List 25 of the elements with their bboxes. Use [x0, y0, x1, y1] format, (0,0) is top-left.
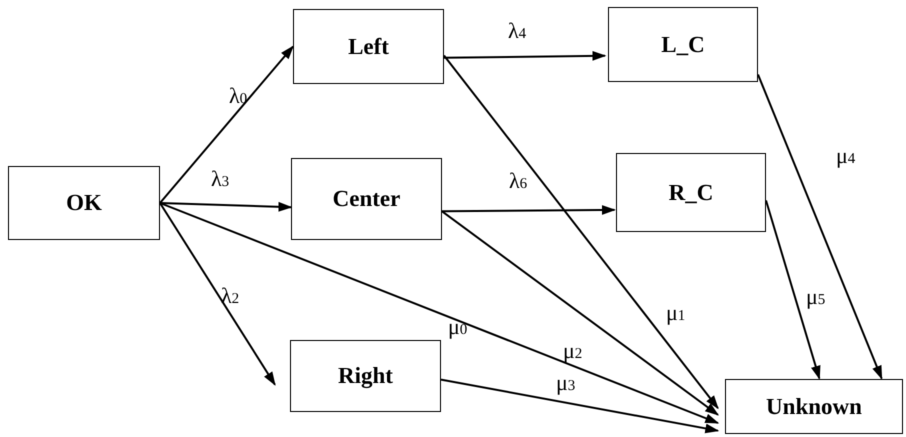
state-name: Right [338, 363, 393, 389]
state-name: Left [348, 34, 389, 60]
state-box [8, 166, 160, 240]
arrow [159, 202, 276, 386]
arrow [159, 45, 294, 204]
arrow [442, 205, 616, 215]
state-name: Unknown [766, 394, 862, 420]
arrow [441, 210, 719, 416]
arrow [757, 74, 883, 380]
state-name: OK [66, 190, 102, 216]
arrow [444, 51, 606, 61]
state-box [616, 153, 766, 232]
state-name: L_C [661, 32, 705, 58]
state-name: R_C [668, 180, 714, 206]
state-box [725, 379, 903, 434]
arrow [765, 200, 820, 380]
state-box [290, 340, 441, 412]
state-name: Center [332, 186, 400, 212]
state-box [291, 158, 442, 240]
state-box [293, 9, 444, 84]
arrow [443, 54, 719, 410]
arrow [160, 202, 720, 424]
state-box [608, 7, 758, 82]
arrow [440, 378, 720, 434]
arrow [160, 202, 292, 212]
